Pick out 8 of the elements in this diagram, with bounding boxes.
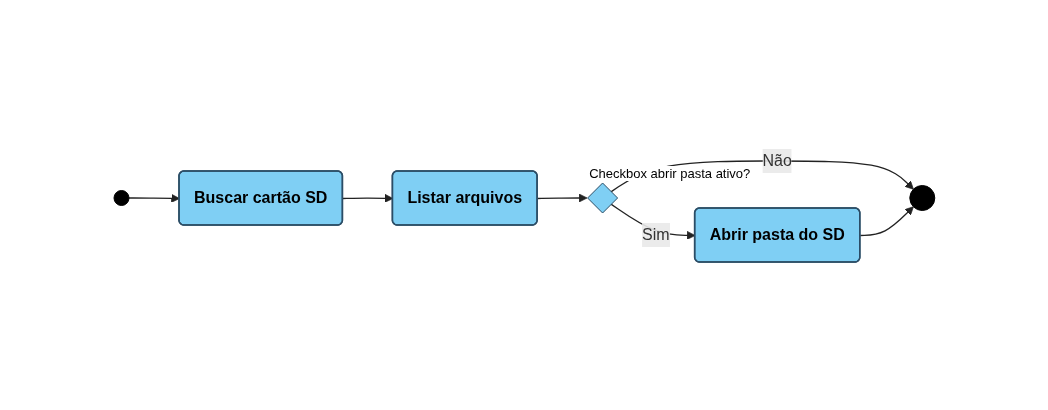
node-circle <box>908 184 935 211</box>
arrow <box>536 193 588 202</box>
node-caption: Checkbox abrir pasta ativo? <box>587 165 753 181</box>
node-diamond <box>586 182 618 213</box>
arrow <box>859 205 914 236</box>
edge-label: Não <box>762 151 792 169</box>
node-circle <box>113 189 130 206</box>
edge-label: Sim <box>641 225 670 243</box>
